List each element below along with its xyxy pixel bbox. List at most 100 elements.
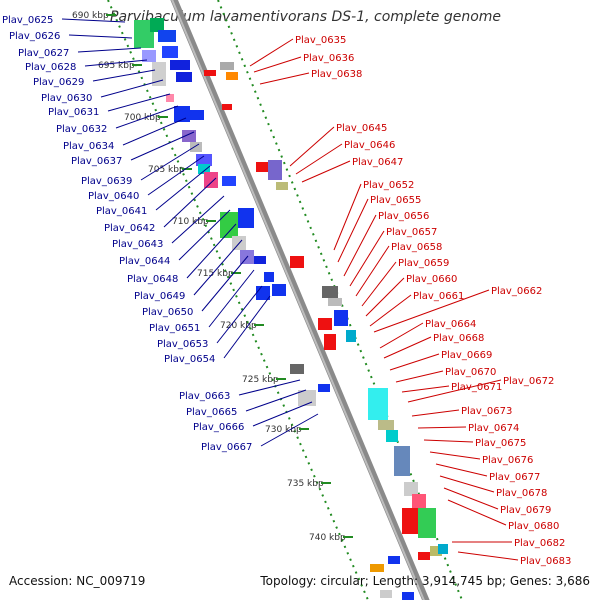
reverse-gene-label: Plav_0658 bbox=[391, 242, 442, 253]
reverse-gene-label: Plav_0676 bbox=[482, 455, 533, 466]
gene-block bbox=[220, 212, 238, 238]
gene-block bbox=[190, 110, 204, 120]
reverse-gene-label: Plav_0657 bbox=[386, 227, 437, 238]
reverse-gene-label: Plav_0656 bbox=[378, 211, 429, 222]
gene-block bbox=[226, 72, 238, 80]
genome-summary-text: Topology: circular; Length: 3,914,745 bp… bbox=[260, 574, 590, 588]
leader-line bbox=[361, 261, 397, 307]
reverse-gene-label: Plav_0646 bbox=[344, 140, 395, 151]
reverse-gene-label: Plav_0636 bbox=[303, 53, 354, 64]
gene-block bbox=[204, 172, 218, 188]
gene-block bbox=[324, 334, 336, 350]
gene-block bbox=[176, 72, 192, 82]
leader-line bbox=[216, 285, 263, 344]
gene-block bbox=[222, 104, 232, 110]
gene-block bbox=[430, 546, 442, 556]
leader-line bbox=[301, 160, 351, 183]
gene-block bbox=[334, 310, 348, 326]
ruler-tick-label: 695 kbp bbox=[98, 61, 135, 71]
gene-block bbox=[368, 388, 388, 420]
leader-line bbox=[163, 177, 217, 228]
gene-block bbox=[256, 162, 268, 172]
leader-line bbox=[252, 401, 313, 427]
leader-line bbox=[171, 195, 225, 244]
reverse-gene-label: Plav_0635 bbox=[295, 35, 346, 46]
ruler-tick-label: 715 kbp bbox=[197, 269, 234, 279]
leader-line bbox=[178, 209, 231, 261]
leader-line bbox=[260, 413, 319, 447]
forward-gene-label: Plav_0640 bbox=[88, 191, 139, 202]
gene-block bbox=[380, 590, 392, 598]
gene-block bbox=[264, 272, 274, 282]
leader-line bbox=[107, 93, 171, 112]
leader-line bbox=[289, 126, 335, 167]
leader-line bbox=[92, 69, 156, 82]
reverse-gene-label: Plav_0655 bbox=[370, 195, 421, 206]
leader-line bbox=[411, 409, 460, 417]
gene-block bbox=[170, 60, 190, 70]
leader-line bbox=[61, 18, 126, 23]
reverse-gene-label: Plav_0660 bbox=[406, 274, 457, 285]
forward-gene-label: Plav_0626 bbox=[9, 31, 60, 42]
forward-gene-label: Plav_0665 bbox=[186, 407, 237, 418]
forward-gene-label: Plav_0628 bbox=[25, 62, 76, 73]
forward-gene-label: Plav_0644 bbox=[119, 256, 170, 267]
gene-block bbox=[402, 508, 422, 534]
reverse-gene-label: Plav_0668 bbox=[433, 333, 484, 344]
gene-block bbox=[220, 62, 234, 70]
reverse-gene-label: Plav_0670 bbox=[445, 367, 496, 378]
leader-line bbox=[245, 389, 307, 412]
gene-block bbox=[162, 46, 178, 58]
ruler-tick-label: 710 kbp bbox=[172, 217, 209, 227]
reverse-gene-label: Plav_0679 bbox=[500, 505, 551, 516]
forward-gene-label: Plav_0637 bbox=[71, 156, 122, 167]
leader-line bbox=[401, 385, 450, 393]
leader-line bbox=[389, 353, 440, 371]
leader-line bbox=[77, 47, 142, 53]
reverse-gene-label: Plav_0672 bbox=[503, 376, 554, 387]
forward-gene-label: Plav_0631 bbox=[48, 107, 99, 118]
leader-line bbox=[68, 34, 133, 39]
gene-block bbox=[290, 256, 304, 268]
map-title: Parvibaculum lavamentivorans DS-1, compl… bbox=[110, 9, 502, 25]
gene-block bbox=[404, 482, 418, 496]
gene-block bbox=[370, 564, 384, 572]
forward-gene-label: Plav_0663 bbox=[179, 391, 230, 402]
gene-block bbox=[254, 256, 266, 264]
forward-gene-label: Plav_0653 bbox=[157, 339, 208, 350]
reverse-gene-label: Plav_0678 bbox=[496, 488, 547, 499]
reverse-gene-label: Plav_0661 bbox=[413, 291, 464, 302]
ruler-tick-label: 725 kbp bbox=[242, 375, 279, 385]
gene-block bbox=[346, 330, 356, 342]
leader-line bbox=[259, 72, 310, 85]
gene-block bbox=[378, 420, 394, 430]
gene-block bbox=[196, 154, 212, 166]
gene-block bbox=[190, 142, 202, 152]
gene-block bbox=[328, 298, 342, 306]
leader-line bbox=[439, 475, 495, 493]
gene-block bbox=[322, 286, 338, 298]
leader-line bbox=[395, 370, 444, 383]
forward-gene-label: Plav_0629 bbox=[33, 77, 84, 88]
forward-gene-label: Plav_0630 bbox=[41, 93, 92, 104]
leader-line bbox=[365, 277, 405, 317]
leader-line bbox=[147, 155, 205, 196]
forward-gene-label: Plav_0641 bbox=[96, 206, 147, 217]
gene-block bbox=[272, 284, 286, 296]
leader-line bbox=[238, 379, 301, 396]
leader-line bbox=[115, 105, 179, 129]
ruler-tick-label: 735 kbp bbox=[287, 479, 324, 489]
forward-gene-label: Plav_0648 bbox=[127, 274, 178, 285]
gene-block bbox=[150, 18, 164, 32]
gene-block bbox=[318, 384, 330, 392]
gene-block bbox=[238, 208, 254, 228]
leader-line bbox=[84, 59, 148, 67]
forward-gene-label: Plav_0666 bbox=[193, 422, 244, 433]
leader-line bbox=[223, 295, 271, 359]
leader-line bbox=[155, 165, 211, 211]
forward-gene-label: Plav_0639 bbox=[81, 176, 132, 187]
forward-gene-label: Plav_0651 bbox=[149, 323, 200, 334]
leader-line bbox=[249, 38, 294, 67]
leader-line bbox=[435, 463, 488, 477]
